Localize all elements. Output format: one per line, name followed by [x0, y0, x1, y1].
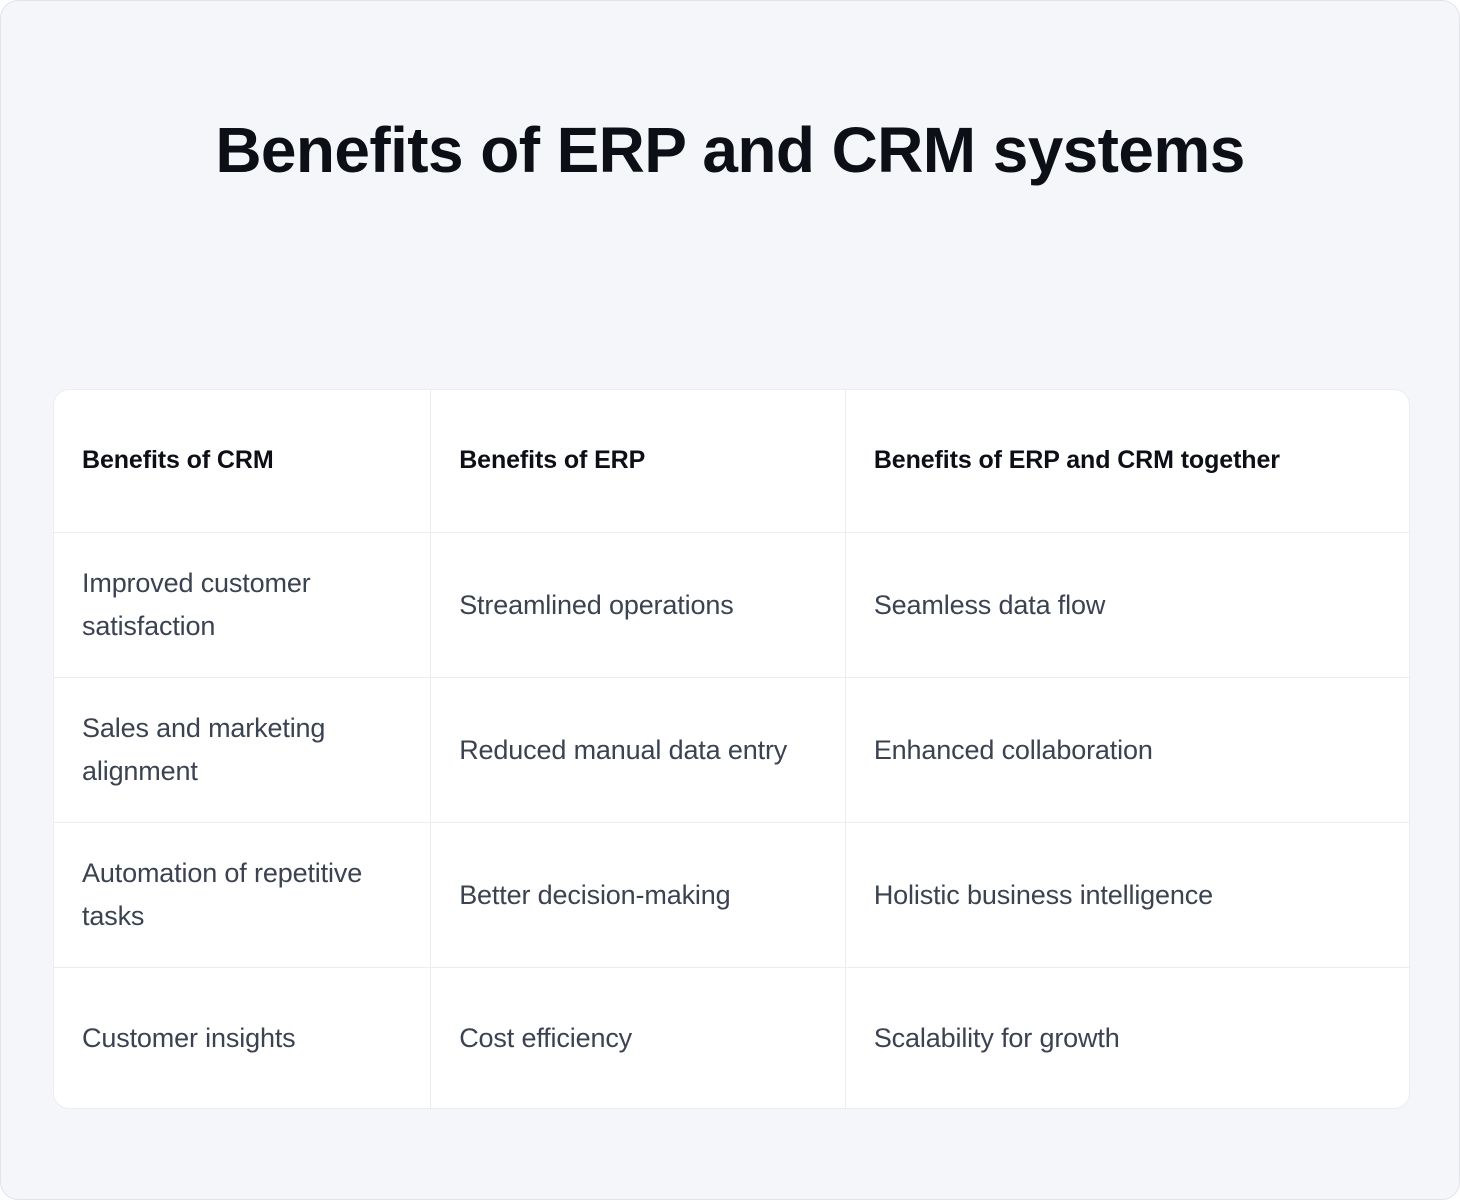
- table-body: Improved customer satisfaction Streamlin…: [54, 532, 1409, 1108]
- cell-combined-benefit: Scalability for growth: [873, 1022, 1120, 1053]
- cell-crm-benefit: Improved customer satisfaction: [54, 532, 432, 678]
- column-header-erp-crm-together: Benefits of ERP and CRM together: [845, 390, 1409, 533]
- cell-erp-benefit: Cost efficiency: [430, 967, 846, 1108]
- cell-erp-benefit: Better decision-making: [430, 822, 846, 968]
- cell-crm-benefit: Customer insights: [54, 967, 432, 1108]
- cell-combined-benefit: Seamless data flow: [845, 532, 1409, 678]
- table-row: Customer insights Cost efficiency Scalab…: [54, 967, 1409, 1108]
- benefits-table-card: Benefits of CRM Benefits of ERP Benefits…: [53, 389, 1410, 1109]
- table-row: Sales and marketing alignment Reduced ma…: [54, 677, 1409, 823]
- cell-crm-benefit: Automation of repetitive tasks: [54, 822, 432, 968]
- cell-erp-benefit: Streamlined operations: [430, 532, 846, 678]
- table-header-row: Benefits of CRM Benefits of ERP Benefits…: [54, 390, 1409, 533]
- table-row: Automation of repetitive tasks Better de…: [54, 822, 1409, 968]
- cell-combined-benefit: Enhanced collaboration: [845, 677, 1409, 823]
- table-row: Improved customer satisfaction Streamlin…: [54, 532, 1409, 678]
- cell-crm-benefit: Sales and marketing alignment: [54, 677, 432, 823]
- cell-erp-benefit: Reduced manual data entry: [430, 677, 846, 823]
- table-header: Benefits of CRM Benefits of ERP Benefits…: [54, 390, 1409, 533]
- page-title: Benefits of ERP and CRM systems: [215, 114, 1245, 186]
- column-header-erp: Benefits of ERP: [430, 390, 846, 533]
- cell-combined-benefit: Holistic business intelligence: [845, 822, 1409, 968]
- column-header-crm: Benefits of CRM: [54, 390, 432, 533]
- benefits-table: Benefits of CRM Benefits of ERP Benefits…: [54, 390, 1409, 1108]
